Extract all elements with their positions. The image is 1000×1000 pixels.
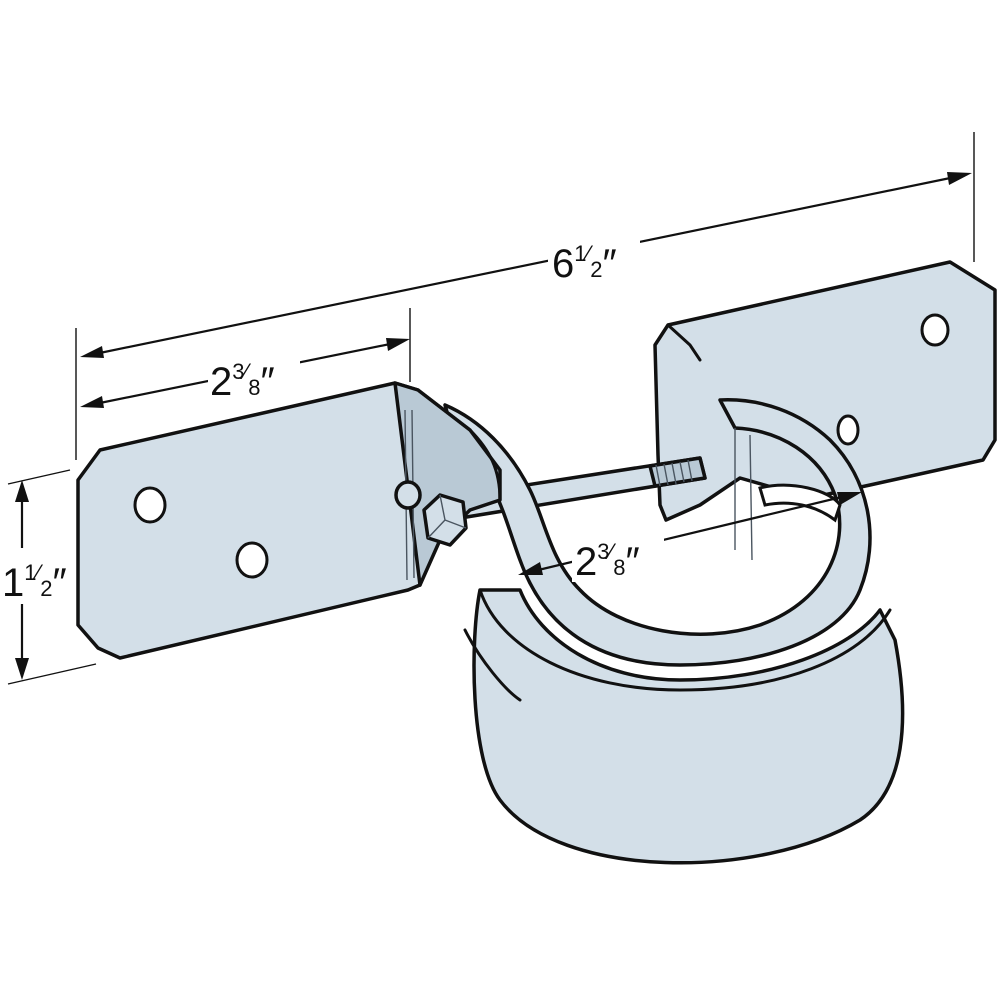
right-flange [653, 260, 997, 522]
threaded-bolt [428, 456, 707, 524]
height-label: 11⁄2″ [2, 560, 67, 605]
strap-band [443, 398, 905, 865]
bolt-end [394, 480, 422, 510]
dimension-flange-width: 23⁄8″ [80, 308, 411, 408]
dimension-overall-width: 61⁄2″ [75, 132, 975, 460]
dimension-pipe-diameter: 23⁄8″ [518, 492, 862, 584]
right-flange-hole-upper [920, 313, 950, 347]
overall-width-label: 61⁄2″ [552, 241, 617, 286]
band-slot [758, 483, 842, 523]
left-flange [76, 381, 502, 660]
dimension-height: 11⁄2″ [0, 469, 97, 685]
hex-nut [422, 493, 468, 547]
right-flange-hole-lower [836, 414, 860, 446]
left-flange-hole-upper [133, 486, 167, 524]
left-flange-hole-lower [235, 541, 269, 579]
